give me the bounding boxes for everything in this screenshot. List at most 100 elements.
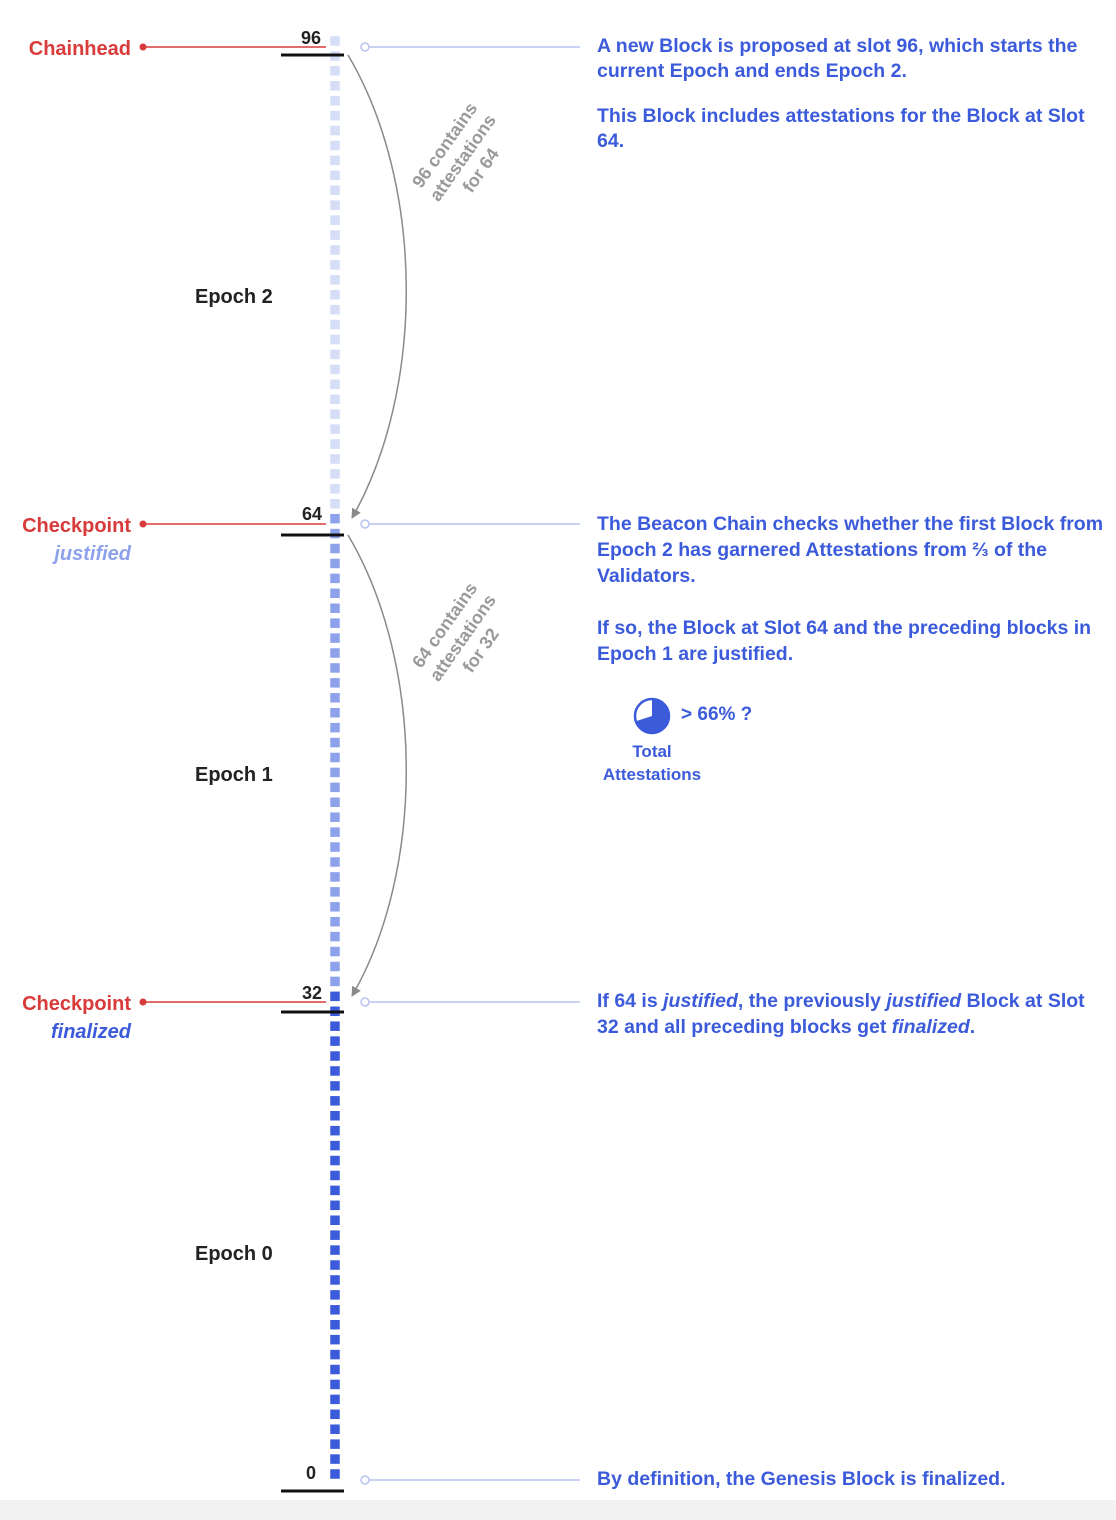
slot-block-9 <box>330 1334 340 1345</box>
chainhead-label: Chainhead <box>29 38 131 60</box>
arc-label-64: 64 contains attestations for 32 <box>408 579 503 685</box>
slot-block-33 <box>330 976 340 987</box>
slot-block-27 <box>330 1066 340 1076</box>
slot-block-92 <box>330 95 340 106</box>
slot-block-90 <box>330 125 340 136</box>
slot-block-91 <box>330 110 340 121</box>
slot-label-0: 0 <box>306 1463 316 1483</box>
connector-0-node <box>360 1475 370 1485</box>
slot-block-11 <box>330 1305 340 1315</box>
connector-96-node <box>360 42 370 52</box>
slot-block-4 <box>330 1409 340 1420</box>
slot-block-7 <box>330 1364 340 1375</box>
slot-block-69 <box>330 439 340 449</box>
description-0-para: By definition, the Genesis Block is fina… <box>597 1468 1006 1490</box>
slot-label-96: 96 <box>301 28 321 48</box>
slot-label-64: 64 <box>302 504 322 524</box>
justified-status-label: justified <box>51 543 131 565</box>
slot-block-58 <box>330 603 340 613</box>
description-slot-0: By definition, the Genesis Block is fina… <box>597 1467 1107 1492</box>
checkpoint-justified-dot <box>139 520 147 528</box>
slot-block-68 <box>330 454 340 464</box>
slot-block-66 <box>330 484 340 494</box>
slot-block-34 <box>330 961 340 972</box>
attestation-arc-96-to-64 <box>347 54 407 519</box>
description-96-para2: This Block includes attestations for the… <box>597 105 1085 152</box>
slot-block-1 <box>330 1454 340 1464</box>
slot-block-22 <box>330 1140 340 1151</box>
slot-block-59 <box>330 588 340 599</box>
slot-block-43 <box>330 827 340 837</box>
slot-block-64 <box>330 513 340 524</box>
slot-block-5 <box>330 1394 340 1405</box>
checkpoint-finalized-dot <box>139 998 147 1006</box>
slot-block-57 <box>330 618 340 628</box>
slot-block-20 <box>330 1170 340 1181</box>
epoch-label-2: Epoch 2 <box>195 286 273 308</box>
slot-block-67 <box>330 469 340 479</box>
slot-block-35 <box>330 946 340 957</box>
slot-block-47 <box>330 767 340 778</box>
arc-label-96: 96 contains attestations for 64 <box>408 99 503 205</box>
slot-block-38 <box>330 902 340 912</box>
slot-block-96 <box>330 36 340 46</box>
description-slot-32: If 64 is justified, the previously justi… <box>597 988 1107 1040</box>
slot-block-30 <box>330 1021 340 1031</box>
description-64-para1: The Beacon Chain checks whether the firs… <box>597 513 1104 587</box>
slot-block-15 <box>330 1245 340 1255</box>
slot-block-14 <box>330 1260 340 1270</box>
slot-block-26 <box>330 1081 340 1091</box>
epoch-label-0: Epoch 0 <box>195 1243 273 1265</box>
slot-block-44 <box>330 812 340 822</box>
connector-64-node <box>360 519 370 529</box>
slot-block-76 <box>330 334 340 345</box>
attestation-pie-icon <box>633 697 671 735</box>
slot-block-85 <box>330 200 340 210</box>
slot-block-86 <box>330 185 340 196</box>
connector-32-node <box>360 997 370 1007</box>
description-slot-64: The Beacon Chain checks whether the firs… <box>597 511 1107 667</box>
slot-block-78 <box>330 304 340 315</box>
slot-block-21 <box>330 1155 340 1166</box>
attestation-indicator: > 66% ? Total Attestations <box>597 694 797 794</box>
slot-block-42 <box>330 842 340 852</box>
description-32-para: If 64 is justified, the previously justi… <box>597 988 1107 1040</box>
attestation-pie-slice <box>635 699 669 733</box>
d32-part-c: , the previously <box>737 990 887 1012</box>
slot-block-62 <box>330 543 340 554</box>
slot-block-37 <box>330 916 340 927</box>
slot-block-40 <box>330 872 340 882</box>
slot-block-93 <box>330 81 340 91</box>
slot-block-83 <box>330 230 340 240</box>
slot-block-56 <box>330 633 340 643</box>
slot-block-48 <box>330 752 340 763</box>
slot-block-71 <box>330 409 340 419</box>
slot-block-61 <box>330 558 340 569</box>
chainhead-dot <box>139 43 147 51</box>
d32-part-d: justified <box>886 990 962 1012</box>
checkpoint-finalized-label: Checkpoint <box>22 993 131 1015</box>
slot-block-2 <box>330 1439 340 1449</box>
description-64-para2: If so, the Block at Slot 64 and the prec… <box>597 617 1092 665</box>
slot-block-10 <box>330 1319 340 1330</box>
slot-block-36 <box>330 931 340 942</box>
finalized-status-label: finalized <box>51 1021 132 1043</box>
slot-block-23 <box>330 1125 340 1136</box>
slot-block-77 <box>330 319 340 330</box>
epoch-label-1: Epoch 1 <box>195 764 273 786</box>
slot-block-73 <box>330 379 340 390</box>
slot-block-94 <box>330 66 340 76</box>
checkpoint-justified-label: Checkpoint <box>22 515 131 537</box>
slot-block-80 <box>330 275 340 285</box>
slot-block-chain <box>330 36 340 1479</box>
slot-block-70 <box>330 424 340 434</box>
attestation-arc-64-to-32 <box>347 534 407 997</box>
attestation-caption: Total Attestations <box>597 740 707 786</box>
description-96-para1: A new Block is proposed at slot 96, whic… <box>597 35 1078 82</box>
slot-block-16 <box>330 1230 340 1240</box>
bottom-margin-strip <box>0 1500 1116 1520</box>
slot-block-72 <box>330 394 340 404</box>
slot-block-81 <box>330 260 340 270</box>
slot-block-3 <box>330 1424 340 1434</box>
